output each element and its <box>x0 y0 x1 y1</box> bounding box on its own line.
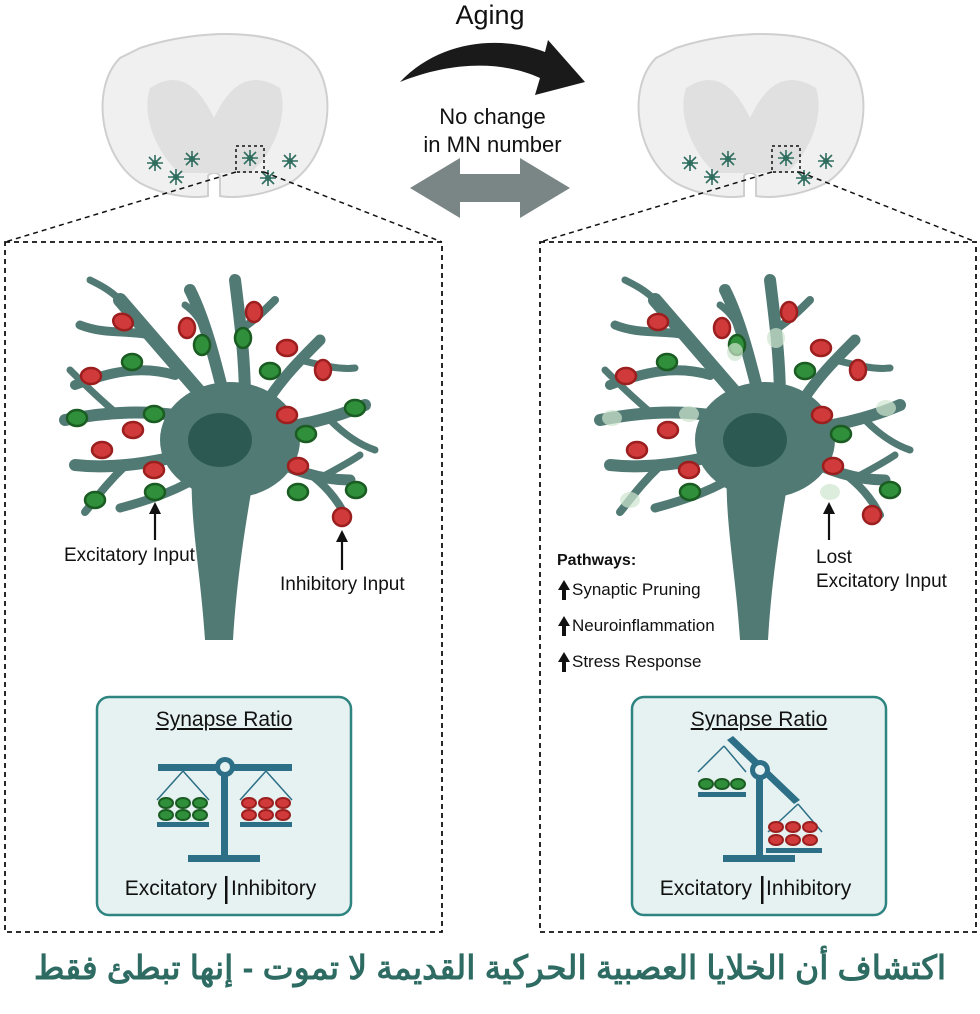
no-change-label: No change in MN number <box>395 103 590 159</box>
spinal-cord-left <box>101 33 329 198</box>
no-change-line-1: No change <box>439 104 546 129</box>
ratio-inhibitory-label: Inhibitory <box>766 877 852 900</box>
ratio-footer-right: Excitatory Inhibitory <box>632 877 886 901</box>
zoom-box-right <box>771 145 801 173</box>
synapses-left <box>65 300 368 528</box>
pathway-item: Synaptic Pruning <box>572 580 701 599</box>
excitatory-input-label: Excitatory Input <box>64 545 195 566</box>
zoom-box-left <box>235 145 265 173</box>
synapse-ratio-title-left: Synapse Ratio <box>155 708 293 731</box>
pathways-title: Pathways: <box>557 552 637 569</box>
synapses-right <box>602 300 902 526</box>
ratio-excitatory-label: Excitatory <box>659 877 752 900</box>
balance-scale-left <box>156 757 293 862</box>
aging-label: Aging <box>455 0 525 30</box>
lost-label-line-2: Excitatory Input <box>816 571 947 592</box>
ratio-excitatory-label: Excitatory <box>124 877 217 900</box>
aging-arrow <box>400 40 585 95</box>
double-arrow <box>410 158 570 218</box>
lost-label-line-1: Lost <box>816 547 852 568</box>
inhibitory-input-label: Inhibitory Input <box>280 574 405 595</box>
no-change-line-2: in MN number <box>423 132 562 157</box>
synapse-ratio-title-right: Synapse Ratio <box>690 708 828 731</box>
ratio-inhibitory-label: Inhibitory <box>231 877 317 900</box>
lost-excitatory-input-label: Lost Excitatory Input <box>816 546 947 594</box>
caption: اكتشاف أن الخلايا العصبية الحركية القديم… <box>33 949 947 986</box>
left-panel <box>4 241 443 933</box>
spinal-cord-right <box>637 33 865 198</box>
balance-scale-right <box>697 736 823 862</box>
pathway-item: Stress Response <box>572 652 702 671</box>
ratio-footer-left: Excitatory Inhibitory <box>97 877 351 901</box>
right-panel <box>539 241 977 933</box>
pathway-item: Neuroinflammation <box>572 616 715 635</box>
